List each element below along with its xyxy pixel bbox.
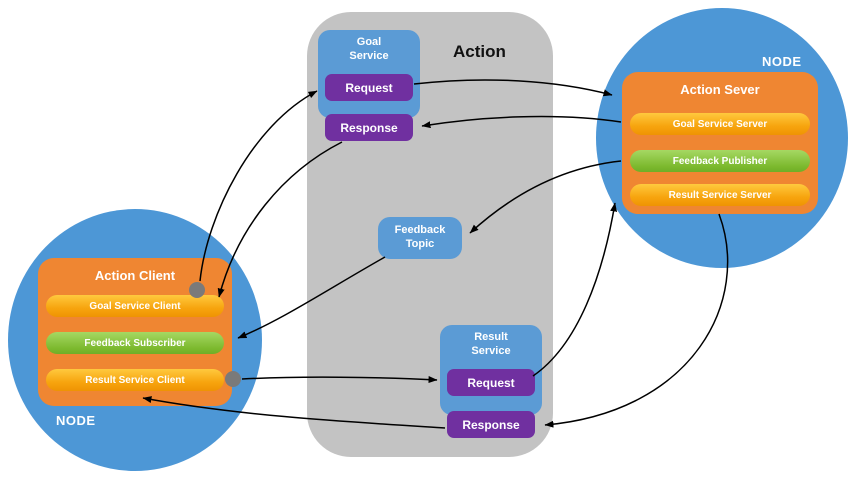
feedback-topic-title: Feedback Topic bbox=[394, 224, 446, 251]
goal-service-client-label: Goal Service Client bbox=[89, 300, 181, 312]
feedback-subscriber-label: Feedback Subscriber bbox=[84, 337, 186, 349]
goal-service-box: Goal Service Request Response bbox=[318, 30, 420, 141]
action-server-box: Action Sever Goal Service Server Feedbac… bbox=[622, 72, 818, 214]
client-node-label: NODE bbox=[56, 413, 96, 428]
feedback-publisher-pill: Feedback Publisher bbox=[630, 150, 810, 172]
result-request-button: Request bbox=[447, 369, 535, 396]
goal-request-button: Request bbox=[325, 74, 413, 101]
action-title: Action bbox=[453, 42, 506, 61]
action-server-title: Action Sever bbox=[680, 82, 760, 97]
feedback-subscriber-pill: Feedback Subscriber bbox=[46, 332, 224, 354]
result-service-server-label: Result Service Server bbox=[668, 189, 772, 201]
result-service-server-pill: Result Service Server bbox=[630, 184, 810, 206]
result-response-button: Response bbox=[447, 411, 535, 438]
goal-service-server-label: Goal Service Server bbox=[672, 118, 768, 130]
server-node-label: NODE bbox=[762, 54, 802, 69]
goal-service-title: Goal Service bbox=[349, 36, 389, 63]
result-service-title: Result Service bbox=[471, 331, 511, 358]
action-client-title: Action Client bbox=[94, 268, 176, 283]
goal-service-server-pill: Goal Service Server bbox=[630, 113, 810, 135]
action-client-box: Action Client Goal Service Client Feedba… bbox=[38, 258, 232, 406]
result-service-box: Result Service Request Response bbox=[440, 325, 542, 438]
goal-response-button: Response bbox=[325, 114, 413, 141]
goal-service-client-pill: Goal Service Client bbox=[46, 295, 224, 317]
result-service-client-pill: Result Service Client bbox=[46, 369, 224, 391]
feedback-publisher-label: Feedback Publisher bbox=[672, 155, 768, 167]
feedback-topic-box: Feedback Topic bbox=[378, 217, 462, 259]
result-service-client-label: Result Service Client bbox=[85, 374, 185, 386]
